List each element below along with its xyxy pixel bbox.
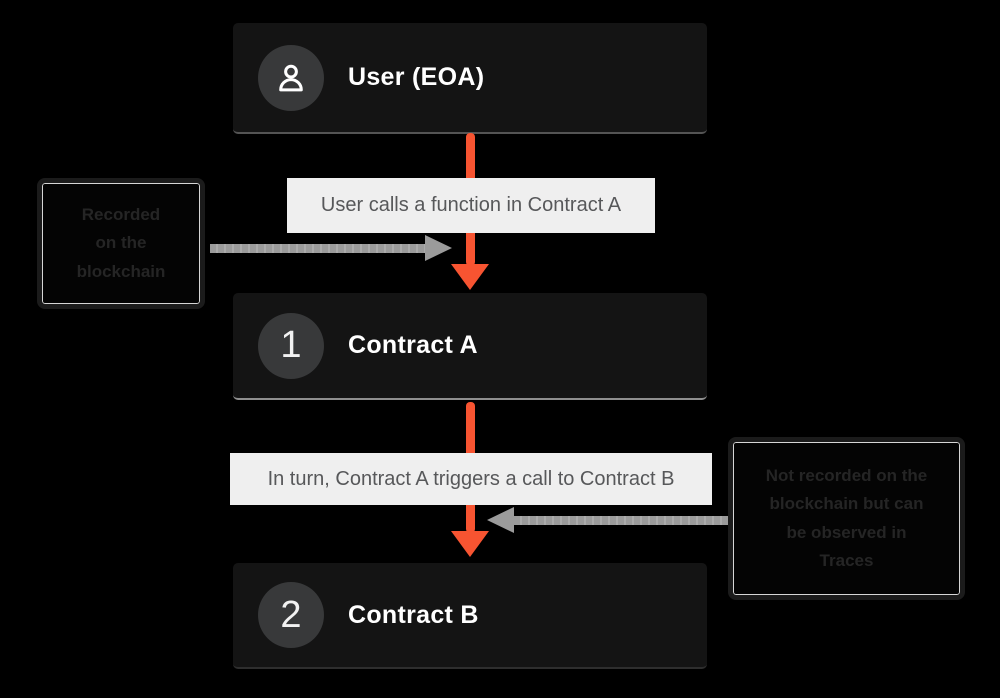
callout-line: Not recorded on the [765,466,928,486]
pointer-arrow-shaft [514,516,728,525]
arrowhead-right-icon [425,235,452,261]
node-contract-b: 2 Contract B [233,563,707,669]
node-title: Contract B [348,600,479,629]
edge-label-text: User calls a function in Contract A [320,194,622,216]
pointer-arrow-shaft [210,244,425,253]
step-number-badge: 2 [258,582,324,648]
callout-line: blockchain but can [769,494,924,514]
callout-text: Recorded on the blockchain [77,201,166,285]
avatar [258,44,324,111]
callout-line: Traces [819,550,874,570]
node-title: User (EOA) [348,63,485,91]
edge-label-user-calls: User calls a function in Contract A [287,178,655,233]
edge-label-text: In turn, Contract A triggers a call to C… [267,467,675,490]
callout-recorded-on-blockchain: Recorded on the blockchain [37,178,205,309]
callout-line: blockchain [76,261,166,281]
callout-text: Not recorded on the blockchain but can b… [766,462,928,574]
callout-line: be observed in [786,522,907,542]
step-number-badge: 1 [258,312,324,379]
arrowhead-down-icon [451,531,489,557]
node-contract-a: 1 Contract A [233,293,707,400]
arrowhead-left-icon [487,507,514,533]
node-title: Contract A [348,331,478,359]
edge-label-a-triggers-b: In turn, Contract A triggers a call to C… [230,453,712,505]
node-user-eoa: User (EOA) [233,23,707,134]
person-icon [279,64,303,91]
callout-line: on the [95,233,147,253]
callout-line: Recorded [81,205,161,225]
callout-not-recorded-traces: Not recorded on the blockchain but can b… [728,437,965,600]
arrowhead-down-icon [451,264,489,290]
